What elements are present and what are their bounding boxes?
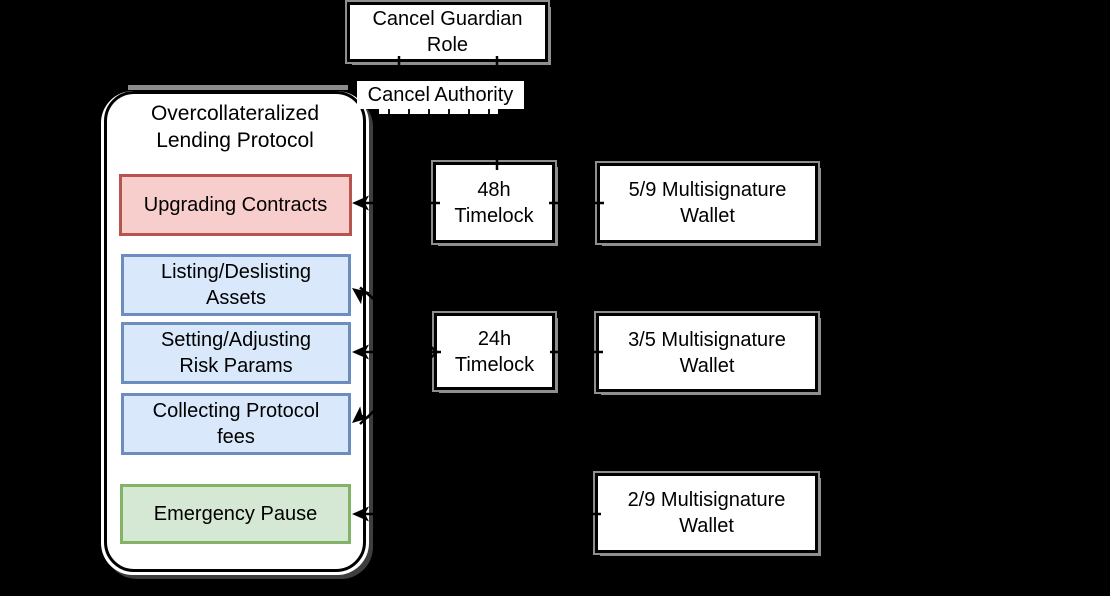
node-collecting-label-line2: fees	[217, 426, 255, 448]
cancel-authority-clipped-line	[379, 109, 498, 114]
protocol-container-title: Overcollateralized Lending Protocol	[107, 100, 363, 154]
node-5-9-multisig-wallet: 5/9 Multisignature Wallet	[595, 161, 820, 245]
node-listing-label-line2: Assets	[205, 287, 267, 309]
cancel-authority-edge-label: Cancel Authority	[357, 81, 524, 109]
node-cancel-guardian-role: Cancel Guardian Role	[345, 0, 550, 64]
node-3-5-multisig-wallet: 3/5 Multisignature Wallet	[594, 311, 820, 394]
node-setting-risk-params: Setting/Adjusting Risk Params	[121, 322, 351, 384]
node-5-9-multisig-line2: Wallet	[680, 205, 735, 227]
node-48h-timelock: 48h Timelock	[431, 160, 557, 245]
node-setting-label-line1: Setting/Adjusting	[160, 329, 312, 351]
top-edge-artifact-line	[128, 85, 348, 90]
node-collecting-protocol-fees: Collecting Protocol fees	[121, 393, 351, 455]
node-24h-timelock-line2: Timelock	[454, 353, 535, 376]
node-listing-delisting-assets: Listing/Deslisting Assets	[121, 254, 351, 316]
node-collecting-label-line1: Collecting Protocol	[152, 400, 320, 422]
node-3-5-multisig-line1: 3/5 Multisignature	[628, 328, 786, 351]
node-5-9-multisig-line1: 5/9 Multisignature	[628, 179, 787, 201]
node-2-9-multisig-wallet: 2/9 Multisignature Wallet	[593, 471, 820, 555]
node-2-9-multisig-line2: Wallet	[679, 515, 734, 537]
node-cancel-guardian-line2: Role	[426, 34, 469, 56]
node-emergency-pause-label: Emergency Pause	[153, 503, 318, 525]
node-listing-label-line1: Listing/Deslisting	[160, 261, 312, 283]
cancel-authority-text: Cancel Authority	[367, 83, 514, 106]
protocol-title-line1: Overcollateralized	[150, 102, 320, 125]
node-upgrading-contracts: Upgrading Contracts	[119, 174, 352, 236]
node-3-5-multisig-line2: Wallet	[679, 354, 735, 377]
protocol-title-line2: Lending Protocol	[156, 129, 314, 152]
node-upgrading-contracts-label: Upgrading Contracts	[143, 194, 328, 216]
edge-24h-timelock-to-listing	[359, 286, 438, 353]
node-24h-timelock-line1: 24h	[477, 327, 512, 350]
node-2-9-multisig-line1: 2/9 Multisignature	[627, 489, 786, 511]
node-24h-timelock: 24h Timelock	[432, 311, 557, 392]
node-cancel-guardian-line1: Cancel Guardian	[372, 8, 523, 30]
node-emergency-pause: Emergency Pause	[120, 484, 351, 544]
node-48h-timelock-line2: Timelock	[454, 204, 534, 227]
node-setting-label-line2: Risk Params	[179, 355, 293, 377]
edge-24h-timelock-to-collecting	[359, 351, 438, 425]
node-48h-timelock-line1: 48h	[477, 178, 511, 201]
